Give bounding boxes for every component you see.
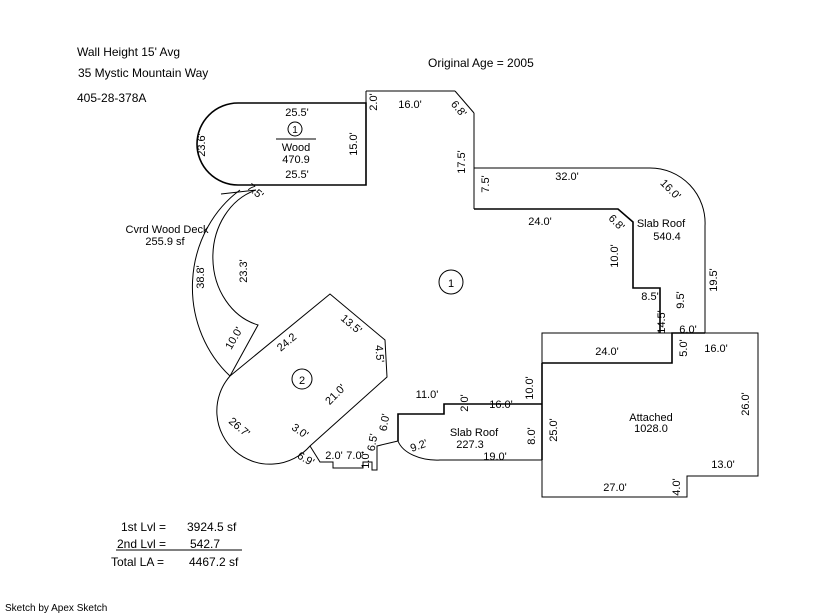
- dim-label: 8.0': [526, 427, 538, 444]
- dim-label: 6.9': [295, 450, 316, 469]
- dim-label: 24.0': [528, 216, 552, 228]
- second-level-value: 542.7: [190, 537, 221, 551]
- deck-outer-arc: [191, 189, 241, 377]
- dim-label: 25.0': [548, 418, 560, 442]
- dim-label: 6.5': [366, 433, 381, 452]
- slab-roof-2-outline: [397, 440, 542, 461]
- dim-label: 16.0': [489, 399, 513, 411]
- main-section-number: 1: [448, 278, 454, 290]
- sketch-credit: Sketch by Apex Sketch: [5, 603, 108, 614]
- first-level-value: 3924.5 sf: [187, 520, 237, 534]
- dim-label: 16.0': [398, 99, 422, 111]
- main-boundary-step: [542, 332, 705, 364]
- dim-label: 15.0': [348, 132, 360, 156]
- section-2-outline: [216, 293, 388, 465]
- dim-label: 6.0': [378, 413, 393, 432]
- deck-area: 255.9 sf: [145, 236, 185, 248]
- second-section-number: 2: [299, 375, 305, 387]
- dim-label: 10.0': [609, 244, 621, 268]
- bottom-step-walls: [309, 440, 399, 471]
- dim-label: 9.5': [675, 291, 687, 308]
- slab-roof-1-area: 540.4: [653, 231, 681, 243]
- slab-roof-2-area: 227.3: [456, 439, 484, 451]
- wood-area: 470.9: [282, 154, 310, 166]
- slab-roof-2-inner: [397, 403, 542, 441]
- dim-label: 24.2: [275, 331, 299, 354]
- dim-label: 6.8': [448, 99, 468, 120]
- dim-label: 23.3': [238, 259, 250, 283]
- wall-height-text: Wall Height 15' Avg: [77, 45, 181, 59]
- wood-label: Wood: [282, 142, 311, 154]
- main-section-circle: [438, 269, 464, 295]
- dim-label: 8.5': [641, 291, 658, 303]
- parcel-number: 405-28-378A: [77, 91, 147, 105]
- dim-label: 19.5': [708, 268, 720, 292]
- total-value: 4467.2 sf: [189, 555, 239, 569]
- dim-label: 2.0': [368, 93, 380, 110]
- dim-label: 11.0': [416, 389, 439, 401]
- dim-label: 2.0': [459, 394, 471, 411]
- deck-inner-arc: [212, 189, 259, 377]
- dim-label: 10.0': [524, 376, 536, 400]
- dim-label: 17.5': [456, 150, 468, 174]
- dim-label: 27.0': [603, 482, 627, 494]
- dim-label: 16.0': [658, 177, 683, 202]
- wood-section-outline: [196, 102, 367, 186]
- dim-label: 19.0': [483, 451, 507, 463]
- address-text: 35 Mystic Mountain Way: [78, 66, 209, 80]
- slab-roof-1-label: Slab Roof: [637, 218, 686, 230]
- dim-label: 25.5': [285, 107, 309, 119]
- dim-label: 23.6': [196, 133, 208, 157]
- dim-label: 6.0': [679, 324, 696, 336]
- dim-label: 32.0': [555, 171, 579, 183]
- dim-label: 7.0': [346, 450, 363, 462]
- dim-label: 13.5': [338, 313, 364, 337]
- dim-label: 10.0': [223, 325, 245, 351]
- dim-label: 16.0': [704, 343, 728, 355]
- dim-label: 13.0': [711, 459, 735, 471]
- slab-roof-2-label: Slab Roof: [450, 427, 499, 439]
- wood-section-number: 1: [292, 125, 298, 136]
- attached-outline: [541, 332, 759, 498]
- dim-label: 4.0': [671, 478, 683, 495]
- dim-label: 5.0': [678, 339, 690, 356]
- north-east-diagonal: [454, 90, 475, 114]
- second-section-circle: [291, 368, 313, 390]
- deck-label: Cvrd Wood Deck: [126, 224, 209, 236]
- wood-section-circle: [287, 121, 303, 137]
- original-age-text: Original Age = 2005: [428, 56, 534, 70]
- attached-area: 1028.0: [634, 423, 668, 435]
- slab-roof-1-inner: [474, 208, 661, 333]
- dim-label: 1.0': [360, 451, 372, 468]
- first-level-label: 1st Lvl =: [121, 520, 167, 534]
- dim-label: 26.7': [226, 416, 252, 440]
- second-level-label: 2nd Lvl =: [117, 537, 167, 551]
- slab-roof-1-outline: [474, 167, 706, 333]
- dim-label: 25.5': [285, 169, 309, 181]
- dim-label: 4.5': [372, 345, 385, 363]
- total-label: Total LA =: [111, 555, 165, 569]
- dim-label: 38.8': [195, 265, 207, 289]
- dim-label: 3.0': [289, 422, 310, 442]
- dim-label: 6.8': [606, 212, 627, 233]
- attached-label: Attached: [629, 412, 672, 424]
- dim-label: 2.0': [325, 450, 342, 462]
- dim-label: 24.0': [595, 346, 619, 358]
- dim-label: 7.5': [480, 175, 492, 192]
- dim-label: 9.2': [409, 438, 429, 455]
- dim-label: 21.0': [323, 382, 348, 407]
- dim-label: 14.5': [656, 310, 668, 334]
- dim-label: 26.0': [740, 392, 752, 416]
